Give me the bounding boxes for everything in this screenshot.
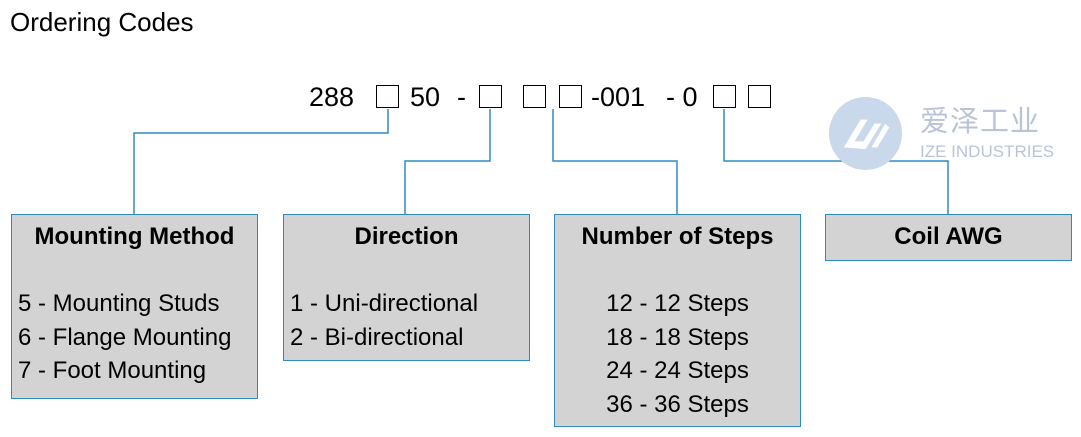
panel-mounting-method-list: 5 - Mounting Studs 6 - Flange Mounting 7…: [18, 287, 231, 388]
list-item: 5 - Mounting Studs: [18, 290, 220, 317]
code-slot-direction: [479, 85, 502, 108]
code-slot-coil-1: [713, 85, 736, 108]
panel-direction-title: Direction: [354, 223, 459, 250]
list-item: 2 - Bi-directional: [290, 323, 464, 351]
connector-steps: [552, 109, 678, 215]
code-slot-coil-2: [748, 85, 771, 108]
panel-number-of-steps-list: 12 - 12 Steps 18 - 18 Steps 24 - 24 Step…: [555, 287, 800, 421]
connector-mounting: [133, 109, 389, 215]
watermark-chinese: 爱泽工业: [920, 106, 1041, 138]
list-item: 12 - 12 Steps: [606, 290, 749, 317]
list-item: 6 - Flange Mounting: [18, 323, 232, 351]
code-fixed-0: - 0: [666, 82, 698, 112]
panel-number-of-steps-title: Number of Steps: [581, 223, 774, 250]
list-item: 24 - 24 Steps: [606, 357, 749, 384]
code-fixed-50: 50: [410, 82, 441, 112]
code-slot-mounting: [376, 85, 399, 108]
code-slot-steps-1: [523, 85, 546, 108]
list-item: 18 - 18 Steps: [606, 323, 749, 351]
panel-coil-awg: Coil AWG: [825, 214, 1072, 261]
code-prefix: 288: [309, 82, 355, 112]
ize-logo-icon: [828, 96, 903, 171]
watermark: 爱泽工业 IZE INDUSTRIES: [828, 96, 1068, 171]
page-title: Ordering Codes: [10, 7, 194, 37]
list-item: 7 - Foot Mounting: [18, 357, 207, 384]
panel-coil-awg-title: Coil AWG: [894, 223, 1003, 250]
list-item: 36 - 36 Steps: [606, 390, 749, 418]
connector-coil: [723, 109, 949, 215]
panel-direction-list: 1 - Uni-directional 2 - Bi-directional: [290, 287, 478, 354]
code-slot-steps-2: [559, 85, 582, 108]
code-fixed-001: -001: [591, 82, 646, 112]
panel-mounting-method: Mounting Method 5 - Mounting Studs 6 - F…: [11, 214, 258, 399]
list-item: 1 - Uni-directional: [290, 290, 479, 317]
panel-mounting-method-title: Mounting Method: [34, 223, 235, 250]
panel-direction: Direction 1 - Uni-directional 2 - Bi-dir…: [283, 214, 530, 361]
watermark-english: IZE INDUSTRIES: [920, 142, 1055, 161]
panel-number-of-steps: Number of Steps 12 - 12 Steps 18 - 18 St…: [554, 214, 801, 427]
code-dash: -: [457, 82, 466, 112]
connector-direction: [404, 109, 491, 215]
